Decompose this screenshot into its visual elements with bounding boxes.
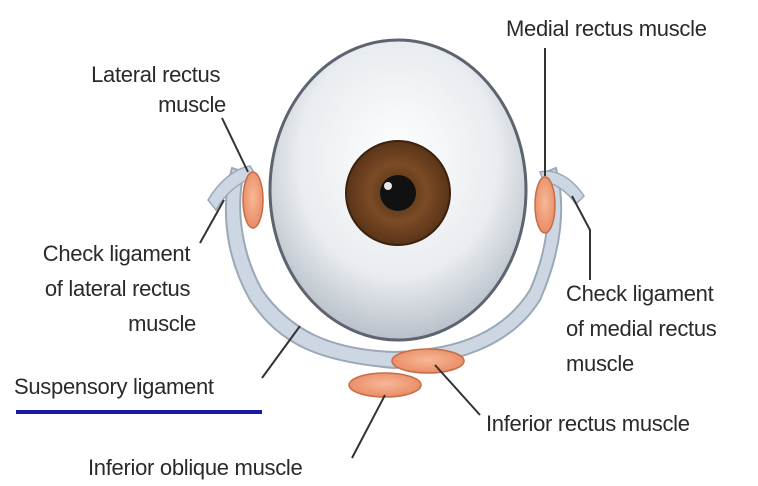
inferior-oblique-muscle [349, 373, 421, 397]
label-lateral-rectus: Lateral rectus muscle [91, 62, 226, 117]
leader-inferior-oblique [352, 395, 385, 458]
leader-inferior-rectus [435, 365, 480, 415]
label-suspensory: Suspensory ligament [14, 374, 214, 399]
pupil-highlight [384, 182, 392, 190]
label-medial-rectus: Medial rectus muscle [506, 16, 707, 41]
label-check-medial: Check ligament of medial rectus muscle [566, 281, 722, 376]
label-check-lateral: Check ligament of lateral rectus muscle [43, 241, 196, 336]
leader-check-lateral [200, 200, 224, 243]
leader-check-medial [572, 196, 590, 280]
label-inferior-oblique: Inferior oblique muscle [88, 455, 302, 480]
medial-rectus-muscle [535, 177, 555, 233]
lateral-rectus-muscle [243, 172, 263, 228]
pupil [380, 175, 416, 211]
inferior-rectus-muscle [392, 349, 464, 373]
label-inferior-rectus: Inferior rectus muscle [486, 411, 690, 436]
leader-lateral-rectus [222, 118, 248, 172]
